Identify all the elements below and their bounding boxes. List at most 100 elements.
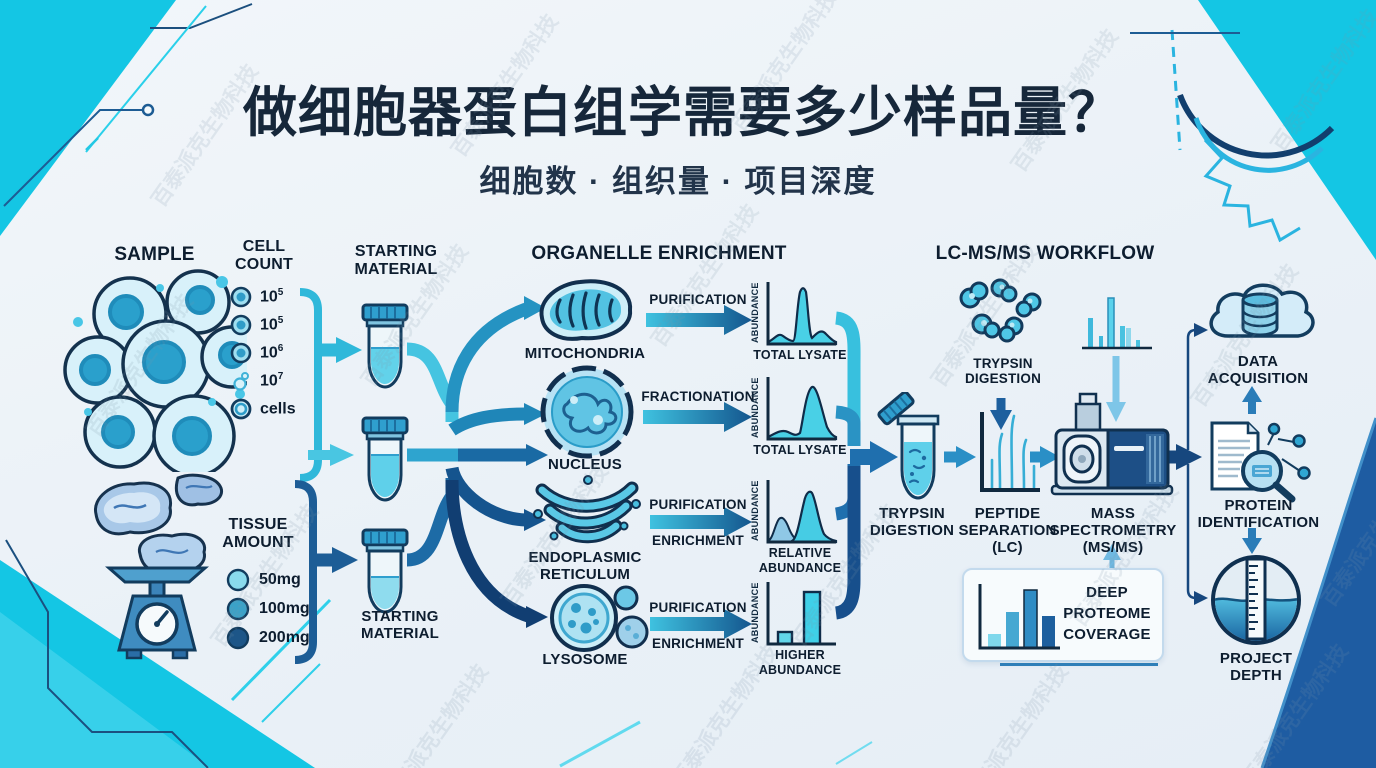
streak xyxy=(835,741,873,765)
fractionation-arrow xyxy=(643,402,752,432)
deep-label-line2: PROTEOME xyxy=(1063,605,1151,622)
cell-count-item: 106 xyxy=(230,340,283,366)
arrowhead xyxy=(870,441,898,473)
tube-icon xyxy=(361,416,409,502)
step-label-line3: (MS/MS) xyxy=(1082,539,1144,556)
trypsin-label-line1: TRYPSIN xyxy=(973,356,1033,371)
chart-x-label-line2: ABUNDANCE xyxy=(758,560,842,575)
gear-arc xyxy=(1177,93,1335,159)
open-tube-icon xyxy=(877,392,940,500)
mass-spectrometry-step-label: MASS SPECTROMETRY (MS/MS) xyxy=(1048,505,1178,556)
tissue-header-line1: TISSUE xyxy=(228,516,288,533)
page-title: 做细胞器蛋白组学需要多少样品量？ xyxy=(243,83,1123,143)
amount-dot-icon xyxy=(226,597,250,621)
arrowhead xyxy=(526,444,548,466)
deep-box-underline xyxy=(1000,663,1158,666)
purification-arrow xyxy=(646,305,752,335)
arrowhead xyxy=(1103,544,1121,560)
organelle-enrichment-header: ORGANELLE ENRICHMENT xyxy=(531,243,787,264)
sm-bottom-line1: STARTING xyxy=(361,608,439,625)
tissue-amount-value: 50mg xyxy=(259,571,301,588)
endoplasmic-reticulum-icon xyxy=(533,475,641,544)
arrowhead xyxy=(1106,402,1126,422)
branch-down xyxy=(1186,464,1197,600)
circuit-node xyxy=(141,103,155,117)
arrowhead xyxy=(526,606,548,628)
arrowhead xyxy=(332,547,358,573)
cell-count-item: 107 xyxy=(230,368,283,394)
arrowhead xyxy=(1194,323,1208,337)
cell-count-value: cells xyxy=(260,400,296,418)
fan-out-er xyxy=(445,466,527,527)
coverage-bars-icon xyxy=(978,584,1060,650)
protein-identification-label: PROTEIN IDENTIFICATION xyxy=(1186,497,1331,531)
streak xyxy=(559,720,641,768)
mitochondria-label: MITOCHONDRIA xyxy=(520,345,650,362)
cell-count-value: 105 xyxy=(260,287,284,306)
tissue-item: 50mg xyxy=(226,566,301,594)
output-label-line2: IDENTIFICATION xyxy=(1197,514,1320,531)
cell-count-header-line2: COUNT xyxy=(235,255,293,273)
circuit-line xyxy=(3,109,142,207)
tissue-item: 200mg xyxy=(226,624,310,652)
endoplasmic-reticulum-label: ENDOPLASMIC RETICULUM xyxy=(515,549,655,583)
deep-proteome-coverage-label: DEEP PROTEOME COVERAGE xyxy=(1058,582,1156,645)
circuit-line xyxy=(150,3,253,29)
arrowhead xyxy=(1242,538,1262,554)
nucleus-label: NUCLEUS xyxy=(520,456,650,473)
output-label-line1: PROTEIN xyxy=(1224,497,1293,514)
sample-header: SAMPLE xyxy=(114,244,195,265)
cell-count-value: 105 xyxy=(260,315,284,334)
tissue-header-line2: AMOUNT xyxy=(222,533,294,551)
data-acquisition-label: DATA ACQUISITION xyxy=(1193,353,1323,387)
cell-count-header-line1: CELL xyxy=(242,238,286,255)
circuit-line xyxy=(85,5,207,153)
cell-count-bracket xyxy=(299,288,322,482)
protein-identification-icon xyxy=(1210,421,1311,503)
process-label-enrichment: ENRICHMENT xyxy=(652,636,744,651)
deep-label-line1: DEEP xyxy=(1086,584,1128,601)
fan-out-mito xyxy=(445,302,529,413)
chart-x-label-line1: HIGHER xyxy=(775,648,825,662)
step-label-line1: MASS xyxy=(1090,505,1136,522)
nucleus-icon xyxy=(540,365,634,459)
arrowhead xyxy=(330,444,354,466)
project-depth-label: PROJECT DEPTH xyxy=(1196,650,1316,684)
lysosome-label: LYSOSOME xyxy=(520,651,650,668)
cloud-database-icon xyxy=(1209,283,1315,338)
lysosome-icon xyxy=(550,584,649,652)
cell-icon xyxy=(230,286,252,308)
output-label-line1: PROJECT xyxy=(1219,650,1293,667)
chart-x-label: HIGHER ABUNDANCE xyxy=(740,648,860,677)
organelle-name: NUCLEUS xyxy=(548,456,622,473)
process-label-purification: PURIFICATION xyxy=(649,497,747,512)
streak xyxy=(261,663,321,723)
merge-2 xyxy=(835,405,861,446)
step-label-line2: SPECTROMETRY xyxy=(1049,522,1177,539)
purification-enrichment-arrow xyxy=(650,507,752,537)
tube-icon xyxy=(361,528,409,614)
arrowhead xyxy=(524,403,546,425)
trypsin-label-line2: DIGESTION xyxy=(964,371,1042,386)
organelle-name: LYSOSOME xyxy=(542,651,628,668)
arrowhead xyxy=(1242,386,1262,402)
arrowhead xyxy=(336,337,362,363)
output-label-line1: DATA xyxy=(1237,353,1279,370)
chart-higher-abundance: ABUNDANCE xyxy=(750,582,836,646)
chart-total-lysate-2: ABUNDANCE xyxy=(750,377,838,441)
arrowhead xyxy=(524,509,546,531)
tube-icon xyxy=(361,303,409,389)
corner-top-right xyxy=(1198,0,1376,260)
mass-spectrometer-icon xyxy=(1050,392,1174,496)
cell-count-header: CELL COUNT xyxy=(225,238,303,274)
corner-edge-line xyxy=(1260,417,1376,768)
amount-dot-icon xyxy=(226,626,250,650)
mass-spectrum-icon xyxy=(1082,297,1152,350)
lcms-workflow-header: LC-MS/MS WORKFLOW xyxy=(935,243,1155,264)
chart-x-label-line1: RELATIVE xyxy=(768,546,832,560)
chart-y-label: ABUNDANCE xyxy=(750,480,760,541)
scale-icon xyxy=(105,566,209,660)
project-depth-icon xyxy=(1211,555,1301,645)
step-label-line2: SEPARATION xyxy=(958,522,1057,539)
